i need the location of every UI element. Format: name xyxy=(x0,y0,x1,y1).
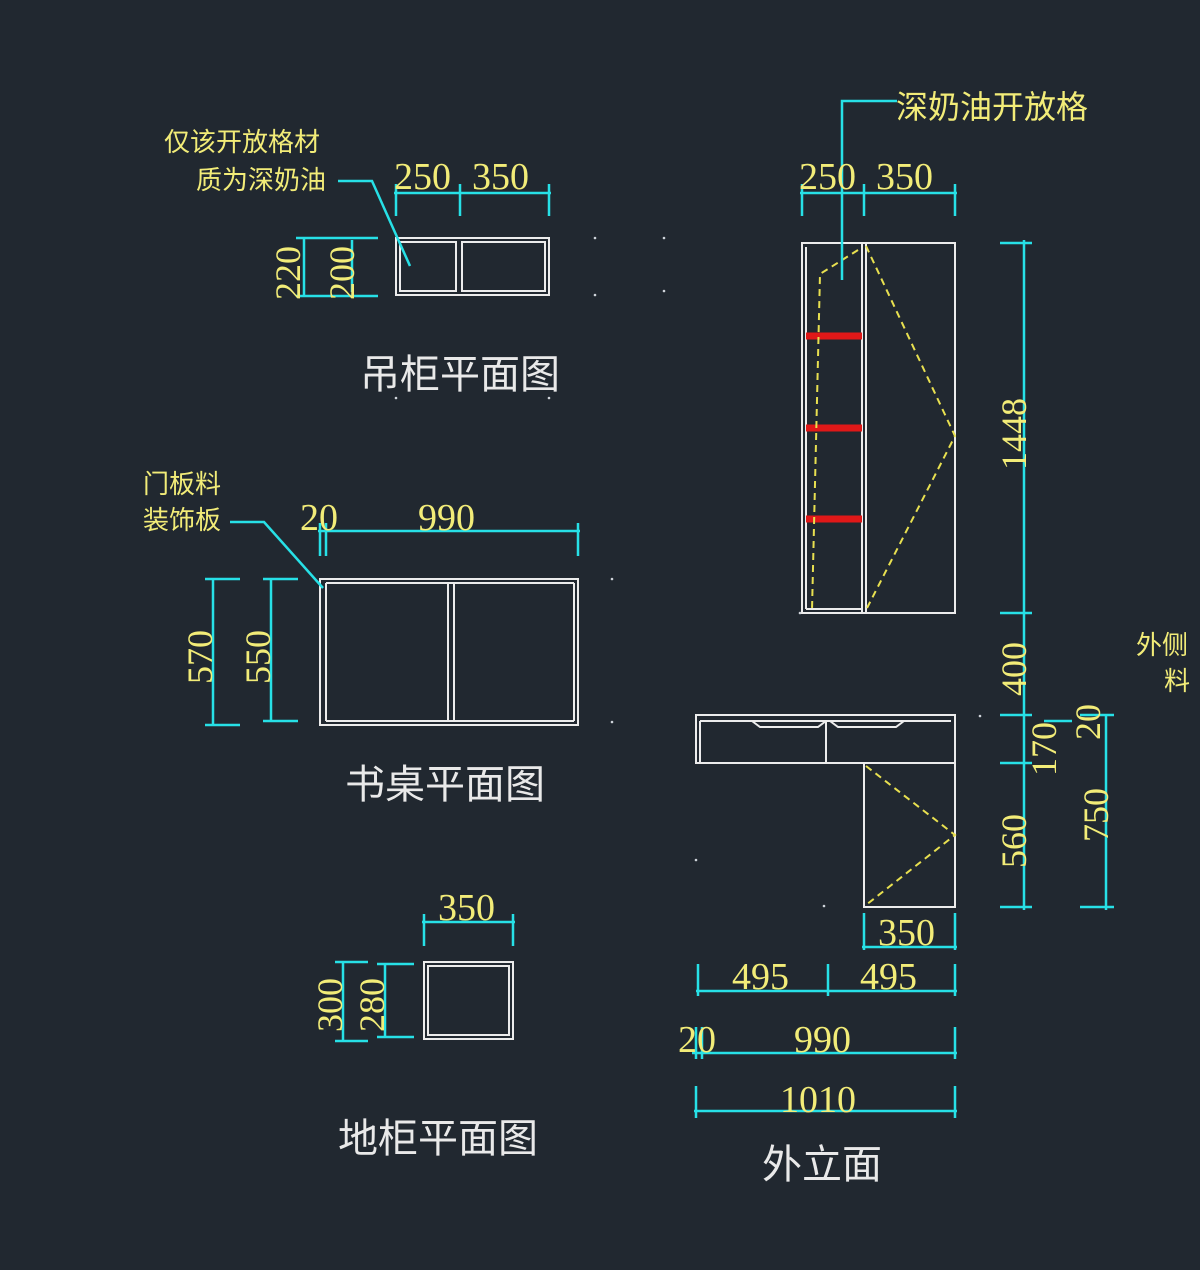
floor-depth-outer-label: 300 xyxy=(310,978,350,1032)
hanging-cabinet-plan-title: 吊柜平面图 xyxy=(360,352,560,398)
hanging-note-line1: 仅该开放格材 xyxy=(164,128,320,158)
desk-depth-outer-label: 570 xyxy=(180,630,220,684)
hanging-depth-inner-label: 200 xyxy=(322,246,362,300)
elevation-title: 外立面 xyxy=(762,1142,882,1188)
hanging-note-line2: 质为深奶油 xyxy=(196,166,326,196)
elevation-overall-width-dimension xyxy=(692,1027,957,1059)
lower-door-swing-line xyxy=(865,765,957,906)
elevation-drawer-left-label: 495 xyxy=(732,956,789,998)
desk-depth-inner-label: 550 xyxy=(238,630,278,684)
desk-note-line1: 门板料 xyxy=(143,470,221,500)
snap-points xyxy=(394,236,982,908)
hanging-width-left-label: 250 xyxy=(394,156,451,198)
desk-width-dimension xyxy=(318,523,580,556)
hanging-note-leader xyxy=(338,179,412,267)
elevation-height-desk-top-label: 20 xyxy=(1068,704,1108,740)
elevation-height-upper-label: 1448 xyxy=(994,398,1034,470)
hanging-cabinet-closed-cell xyxy=(461,241,546,292)
elevation-callout-leader xyxy=(840,99,897,280)
elevation-height-lower-label: 560 xyxy=(994,814,1034,868)
desk-depth-dimension xyxy=(205,577,298,727)
desk-plan-title: 书桌平面图 xyxy=(345,762,545,808)
desk-plan: 20 990 570 550 门板料 装饰板 书桌平面图 xyxy=(143,470,580,808)
floor-depth-inner-label: 280 xyxy=(352,978,392,1032)
elevation-drawer-right-label: 495 xyxy=(860,956,917,998)
elevation-top-width-left-label: 250 xyxy=(799,156,856,198)
elevation-overall-total-label: 1010 xyxy=(780,1079,856,1121)
floor-cabinet-plan: 350 300 280 地柜平面图 xyxy=(310,887,538,1162)
hanging-depth-outer-label: 220 xyxy=(268,246,308,300)
hanging-width-dimension xyxy=(394,184,551,216)
elevation-overall-small-label: 20 xyxy=(678,1019,716,1061)
elevation-drawer-width-dimension xyxy=(696,964,957,996)
elevation-height-gap-label: 400 xyxy=(994,642,1034,696)
floor-cabinet-outline xyxy=(423,961,514,1040)
hanging-depth-dimension xyxy=(296,236,378,298)
floor-cabinet-plan-title: 地柜平面图 xyxy=(338,1116,538,1162)
hanging-cabinet-plan: 250 350 220 200 仅该开放格材 质为深奶油 吊柜平面图 xyxy=(164,128,560,398)
elevation-side-note-line1: 外侧 xyxy=(1136,631,1188,661)
elevation-callout: 深奶油开放格 xyxy=(896,88,1088,126)
open-cell-hidden-line xyxy=(811,249,859,611)
desk-width-main-label: 990 xyxy=(418,497,475,539)
upper-cabinet-outline xyxy=(801,242,956,614)
elevation-lower-width-dimension xyxy=(862,913,957,950)
desk-width-small-label: 20 xyxy=(300,497,338,539)
lower-cabinet-outline xyxy=(863,762,956,908)
elevation-lower-width-label: 350 xyxy=(878,912,935,954)
front-elevation: 深奶油开放格 250 350 1448 400 170 20 560 750 xyxy=(678,88,1190,1188)
elevation-height-total-label: 750 xyxy=(1076,788,1116,842)
hanging-cabinet-outline xyxy=(395,237,550,296)
floor-width-label: 350 xyxy=(438,887,495,929)
elevation-top-width-dimension xyxy=(800,184,957,216)
elevation-height-dimension xyxy=(1000,240,1114,910)
elevation-top-width-right-label: 350 xyxy=(876,156,933,198)
desk-note-leader xyxy=(230,520,324,589)
elevation-height-drawer-label: 170 xyxy=(1024,722,1064,776)
elevation-total-width-dimension xyxy=(694,1086,957,1118)
hanging-width-right-label: 350 xyxy=(472,156,529,198)
floor-width-dimension xyxy=(422,914,515,946)
elevation-overall-main-label: 990 xyxy=(794,1019,851,1061)
elevation-side-note-line2: 料 xyxy=(1164,667,1190,697)
desk-outline xyxy=(319,578,579,726)
floor-depth-dimension xyxy=(335,960,414,1043)
hanging-cabinet-open-cell xyxy=(399,241,457,292)
upper-door-swing-line xyxy=(865,245,957,611)
desk-note-line2: 装饰板 xyxy=(143,506,221,536)
